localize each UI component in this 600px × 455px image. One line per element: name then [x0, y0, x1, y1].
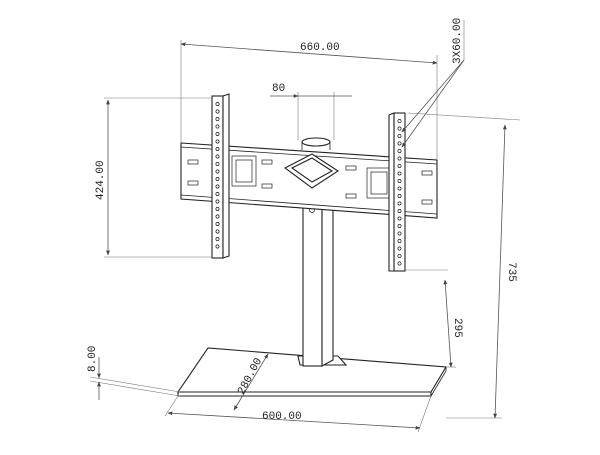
base-side-edge — [430, 370, 447, 397]
dimension-line — [233, 353, 269, 411]
mounting-hole — [215, 132, 220, 136]
dim-vesa-spacing: 3X60.00 — [401, 18, 465, 148]
mounting-hole — [215, 139, 220, 144]
plate-slot — [187, 159, 199, 165]
mounting-hole — [215, 244, 220, 249]
mounting-hole — [397, 246, 402, 251]
leader-line — [401, 59, 465, 148]
mounting-hole — [215, 237, 220, 241]
leader-line — [401, 59, 465, 133]
column-side-face — [321, 202, 334, 367]
mounting-hole — [397, 216, 402, 221]
dim-label-base-width: 600.00 — [262, 411, 302, 423]
mounting-hole — [397, 231, 402, 236]
mounting-hole — [397, 134, 402, 138]
dim-label-overall-width: 660.00 — [300, 42, 340, 54]
plate-slot — [345, 193, 357, 199]
mounting-hole — [215, 184, 220, 189]
dim-label-bracket-height: 424.00 — [95, 160, 107, 200]
left-arm-holes — [215, 102, 220, 249]
mounting-hole — [215, 169, 220, 174]
dim-label-base-thickness: 8.00 — [87, 346, 99, 372]
mounting-hole — [397, 261, 402, 266]
mounting-hole — [215, 214, 220, 219]
center-diamond-inner — [290, 157, 334, 183]
plate-slot — [187, 180, 199, 186]
mounting-hole — [215, 102, 220, 106]
extension-line — [417, 395, 432, 433]
dimension-line — [167, 411, 421, 430]
mounting-hole — [397, 149, 402, 153]
plate-slot — [261, 183, 273, 189]
right-arm-side — [388, 112, 395, 272]
plate-slot — [421, 199, 433, 205]
dim-column-width: 80 — [270, 83, 352, 140]
mounting-hole — [215, 229, 220, 234]
mounting-hole — [215, 124, 220, 129]
mounting-hole — [397, 201, 402, 206]
dimension-line — [443, 279, 453, 368]
plate-slot — [421, 170, 433, 176]
dim-label-column-width: 80 — [272, 83, 285, 95]
right-vertical-arm — [388, 112, 406, 272]
mounting-hole — [215, 109, 220, 114]
mounting-hole — [397, 164, 402, 168]
dimension-line — [493, 124, 507, 419]
mounting-hole — [215, 117, 220, 121]
mounting-hole — [215, 207, 220, 211]
mounting-hole — [215, 162, 220, 166]
extension-line — [407, 112, 521, 121]
mounting-hole — [397, 119, 402, 123]
support-column — [297, 137, 348, 367]
mounting-hole — [215, 177, 220, 181]
mounting-hole — [397, 179, 402, 183]
dimension-line — [180, 42, 438, 65]
mounting-hole — [397, 186, 402, 191]
mounting-hole — [215, 199, 220, 204]
dim-column-to-bracket: 295 — [405, 269, 463, 368]
mounting-hole — [397, 171, 402, 176]
left-arm-side — [222, 93, 230, 259]
dim-base-width: 600.00 — [164, 395, 432, 433]
mounting-hole — [215, 147, 220, 151]
mounting-hole — [397, 156, 402, 161]
extension-line — [89, 380, 181, 397]
right-arm-holes — [397, 119, 402, 266]
dim-label-total-height: 735 — [505, 262, 517, 282]
mounting-hole — [397, 224, 402, 228]
mounting-hole — [397, 194, 402, 198]
right-frame-inner — [370, 171, 388, 195]
column-front-face — [302, 205, 323, 367]
base-front-edge — [177, 391, 432, 397]
mounting-hole — [397, 126, 402, 131]
column-top-cap — [301, 137, 331, 147]
dim-bracket-height: 424.00 — [95, 97, 212, 258]
mounting-hole — [397, 239, 402, 243]
mounting-hole — [397, 141, 402, 146]
left-frame-inner — [235, 159, 253, 183]
dim-total-height: 735 — [407, 112, 521, 419]
dim-label-vesa: 3X60.00 — [452, 18, 464, 64]
plate-slot — [345, 165, 357, 171]
mounting-hole — [215, 192, 220, 196]
plate-slot — [261, 159, 273, 165]
extension-line — [89, 376, 181, 393]
dim-label-column-to-bracket: 295 — [451, 318, 463, 338]
extension-line — [164, 395, 179, 417]
mounting-hole — [215, 154, 220, 159]
mounting-hole — [397, 254, 402, 258]
dim-overall-width: 660.00 — [180, 40, 438, 160]
left-vertical-arm — [211, 93, 230, 259]
mount-plate — [180, 142, 438, 219]
mounting-hole — [215, 222, 220, 226]
dim-base-thickness: 8.00 — [87, 346, 181, 400]
mounting-hole — [397, 209, 402, 213]
